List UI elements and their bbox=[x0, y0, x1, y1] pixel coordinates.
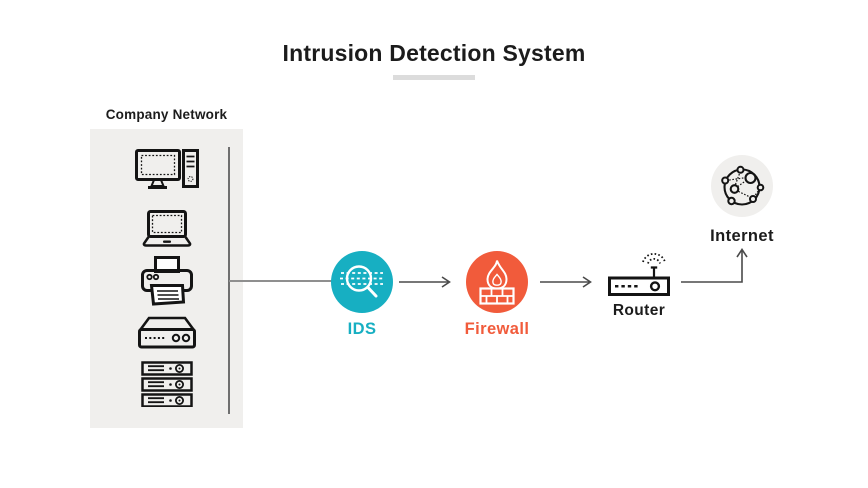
server-rack-icon bbox=[140, 361, 193, 407]
internet-label: Internet bbox=[710, 227, 774, 245]
node-internet: Internet bbox=[702, 155, 782, 246]
title-underline bbox=[393, 75, 475, 80]
printer-icon bbox=[140, 256, 193, 306]
wireless-router-icon bbox=[608, 253, 670, 296]
ids-label: IDS bbox=[347, 320, 377, 338]
firewall-label: Firewall bbox=[464, 320, 530, 338]
company-network-panel bbox=[90, 129, 243, 428]
flame-brick-icon bbox=[479, 260, 515, 305]
router-label: Router bbox=[612, 302, 666, 319]
node-firewall: Firewall bbox=[457, 251, 537, 339]
company-network-label: Company Network bbox=[105, 107, 228, 122]
node-ids: IDS bbox=[322, 251, 402, 339]
internet-circle bbox=[711, 155, 773, 217]
connector-network-to-ids bbox=[229, 280, 332, 282]
magnifier-scan-icon bbox=[340, 265, 384, 298]
ids-circle bbox=[331, 251, 393, 313]
network-switch-icon bbox=[137, 316, 196, 349]
desktop-computer-icon bbox=[134, 149, 199, 190]
network-globe-icon bbox=[721, 165, 765, 206]
arrow-router-to-internet bbox=[681, 248, 748, 283]
node-router: Router bbox=[599, 248, 679, 320]
laptop-icon bbox=[141, 210, 193, 247]
page-title: Intrusion Detection System bbox=[282, 40, 586, 66]
firewall-circle bbox=[466, 251, 528, 313]
arrow-ids-to-firewall bbox=[399, 276, 451, 288]
arrow-firewall-to-router bbox=[540, 276, 592, 288]
